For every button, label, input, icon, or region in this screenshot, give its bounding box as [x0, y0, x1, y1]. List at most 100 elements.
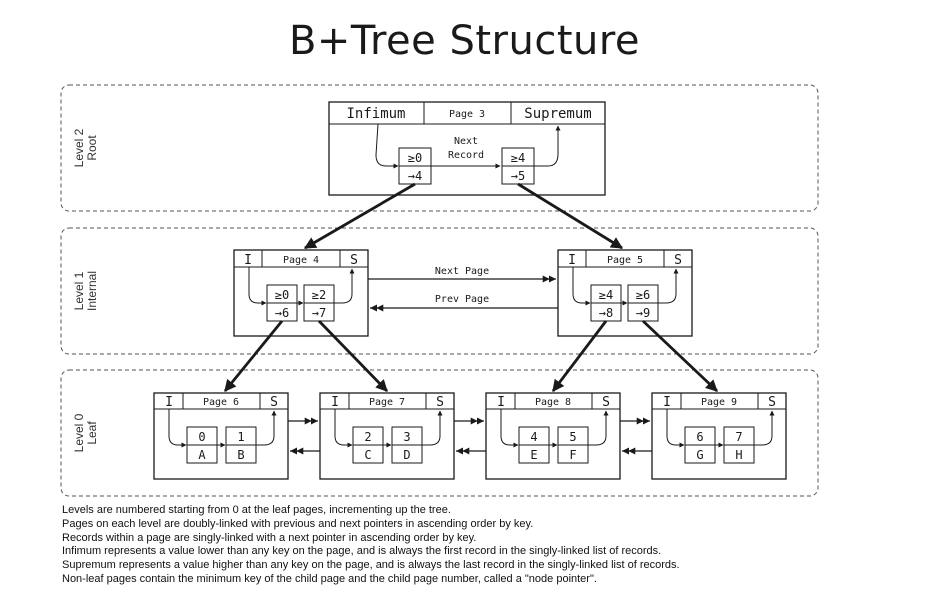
pointer-root-to-page-5: [517, 182, 624, 250]
page-5-supremum: S: [674, 253, 682, 268]
leaf-page-7: I Page 7 S 2 C 3 D: [319, 392, 455, 480]
page-6-record-2-value: B: [237, 448, 244, 462]
root-record-2-key: ≥4: [511, 151, 525, 165]
page-4-supremum: S: [350, 253, 358, 268]
internal-page-5: I Page 5 S ≥4 →8 ≥6 →9: [557, 249, 693, 337]
root-record-1-ptr: →4: [408, 169, 422, 183]
page-6-infimum: I: [165, 395, 173, 410]
level-2-name: Root: [85, 135, 99, 161]
pointer-page-5-to-page-9: [642, 319, 718, 393]
page-8-record-1-value: E: [530, 448, 537, 462]
level-2-label: Level 2 Root: [72, 128, 99, 167]
page-5-record-2-key: ≥6: [636, 288, 650, 302]
level-1-region: [60, 227, 819, 355]
page-7-label: Page 7: [369, 397, 405, 408]
note-line: Levels are numbered starting from 0 at t…: [62, 504, 451, 516]
page-7-supremum: S: [436, 395, 444, 410]
root-record-1-key: ≥0: [408, 151, 422, 165]
page-8-record-2-value: F: [569, 448, 576, 462]
page-9-infimum: I: [663, 395, 671, 410]
pointer-page-4-to-page-6: [223, 320, 284, 392]
page-4-infimum-link: [248, 267, 267, 306]
note-line: Supremum represents a value higher than …: [62, 559, 680, 572]
page-7-record-1-key: 2: [364, 430, 371, 444]
page-8-record-2-key: 5: [569, 430, 576, 444]
level-2-number: Level 2: [72, 128, 86, 167]
page-8-supremum-link: [588, 410, 609, 446]
pointer-page-5-to-page-8: [551, 320, 608, 392]
root-supremum-link: [534, 125, 561, 167]
btree-diagram: Level 2 Root Level 1 Internal Level 0 Le…: [60, 84, 819, 497]
page-4-label: Page 4: [283, 255, 319, 266]
next-record-label-line2: Record: [448, 150, 484, 161]
root-page-label: Page 3: [449, 109, 485, 120]
leaf-sibling-links: [288, 417, 652, 455]
root-page-3: Infimum Page 3 Supremum ≥0 →4 ≥4 →5 Next…: [328, 101, 606, 196]
page-8-record-1-key: 4: [530, 430, 537, 444]
leaf-page-8: I Page 8 S 4 E 5 F: [485, 392, 621, 480]
diagram-title: B+Tree Structure: [288, 18, 641, 64]
page-7-record-1-value: C: [364, 448, 371, 462]
page-6-record-2-key: 1: [237, 430, 244, 444]
page-4-record-1-ptr: →6: [275, 306, 289, 320]
page-9-infimum-link: [666, 409, 685, 448]
next-page-label: Next Page: [435, 266, 489, 277]
level-0-name: Leaf: [85, 421, 99, 445]
page-8-label: Page 8: [535, 397, 571, 408]
page-9-supremum-link: [754, 410, 775, 446]
pointer-page-4-to-page-7: [317, 320, 389, 392]
next-record-label-line1: Next: [454, 136, 478, 147]
page-7-record-2-key: 3: [403, 430, 410, 444]
page-9-record-2-key: 7: [735, 430, 742, 444]
root-record-2-ptr: →5: [511, 169, 525, 183]
internal-sibling-links: Next Page Prev Page: [368, 266, 558, 312]
page-6-label: Page 6: [203, 397, 239, 408]
root-infimum-link: [375, 123, 399, 169]
page-4-record-2-ptr: →7: [312, 306, 326, 320]
level-0-region: [60, 369, 819, 497]
root-infimum: Infimum: [346, 106, 405, 122]
level-0-label: Level 0 Leaf: [72, 413, 99, 452]
page-5-record-2-ptr: →9: [636, 306, 650, 320]
pointer-root-to-page-4: [303, 182, 416, 250]
page-4-record-2-key: ≥2: [312, 288, 326, 302]
page-5-infimum: I: [568, 253, 576, 268]
prev-page-label: Prev Page: [435, 294, 489, 305]
note-line: Pages on each level are doubly-linked wi…: [62, 517, 534, 530]
page-9-record-1-key: 6: [696, 430, 703, 444]
node-pointers: [223, 182, 718, 393]
page-7-infimum: I: [331, 395, 339, 410]
internal-page-4: I Page 4 S ≥0 →6 ≥2 →7: [233, 249, 369, 337]
level-0-number: Level 0: [72, 413, 86, 452]
note-line: Infimum represents a value lower than an…: [62, 545, 662, 558]
notes-list: Levels are numbered starting from 0 at t…: [62, 504, 680, 587]
page-8-infimum-link: [500, 409, 519, 448]
page-9-record-2-value: H: [735, 448, 742, 462]
page-6-record-1-value: A: [198, 448, 206, 462]
page-6-supremum-link: [256, 410, 277, 446]
page-4-infimum: I: [244, 253, 252, 268]
page-8-infimum: I: [497, 395, 505, 410]
page-5-supremum-link: [658, 268, 679, 304]
page-9-supremum: S: [768, 395, 776, 410]
page-9-label: Page 9: [701, 397, 737, 408]
page-5-label: Page 5: [607, 255, 643, 266]
page-8-supremum: S: [602, 395, 610, 410]
leaf-page-6: I Page 6 S 0 A 1 B: [153, 392, 289, 480]
page-6-supremum: S: [270, 395, 278, 410]
level-2-region: [60, 84, 819, 212]
page-9-record-1-value: G: [696, 448, 703, 462]
page-6-infimum-link: [168, 409, 187, 448]
level-1-label: Level 1 Internal: [72, 271, 99, 311]
note-line: Non-leaf pages contain the minimum key o…: [62, 572, 597, 585]
leaf-page-9: I Page 9 S 6 G 7 H: [651, 392, 787, 480]
page-7-infimum-link: [334, 409, 353, 448]
page-4-record-1-key: ≥0: [275, 288, 289, 302]
page-6-record-1-key: 0: [198, 430, 205, 444]
note-line: Records within a page are singly-linked …: [62, 531, 477, 544]
level-1-number: Level 1: [72, 271, 86, 310]
page-5-record-1-key: ≥4: [599, 288, 613, 302]
page-5-record-1-ptr: →8: [599, 306, 613, 320]
page-7-record-2-value: D: [403, 448, 410, 462]
level-1-name: Internal: [85, 271, 99, 311]
